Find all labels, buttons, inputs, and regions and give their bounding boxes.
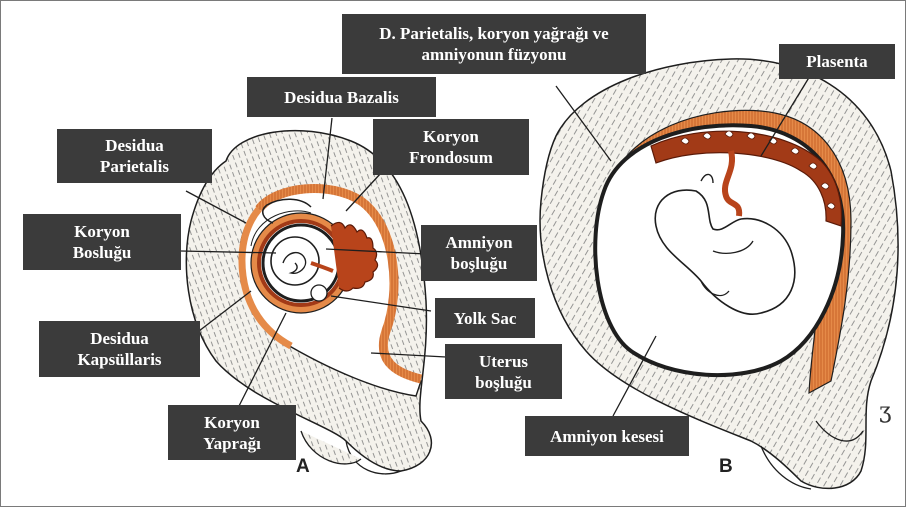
label-amniyon-boslugu: Amniyon boşluğu (421, 225, 537, 281)
label-desidua-parietalis: Desidua Parietalis (57, 129, 212, 183)
corner-squiggle-mark: ʒ (879, 399, 891, 424)
yolk-sac-a (311, 285, 327, 301)
panel-letter-a: A (296, 456, 310, 478)
label-desidua-bazalis: Desidua Bazalis (247, 77, 436, 117)
label-koryon-frondosum: Koryon Frondosum (373, 119, 529, 175)
label-d-parietalis-fuzyon: D. Parietalis, koryon yağrağı ve amniyon… (342, 14, 646, 74)
label-desidua-kapsullaris: Desidua Kapsüllaris (39, 321, 200, 377)
label-plasenta: Plasenta (779, 44, 895, 79)
label-uterus-boslugu: Uterus boşluğu (445, 344, 562, 399)
label-koryon-boslugu: Koryon Bosluğu (23, 214, 181, 270)
label-yolk-sac: Yolk Sac (435, 298, 535, 338)
amnion-a (271, 237, 319, 285)
label-koryon-yapragi: Koryon Yaprağı (168, 405, 296, 460)
panel-letter-b: B (719, 456, 733, 478)
label-amniyon-kesesi: Amniyon kesesi (525, 416, 689, 456)
